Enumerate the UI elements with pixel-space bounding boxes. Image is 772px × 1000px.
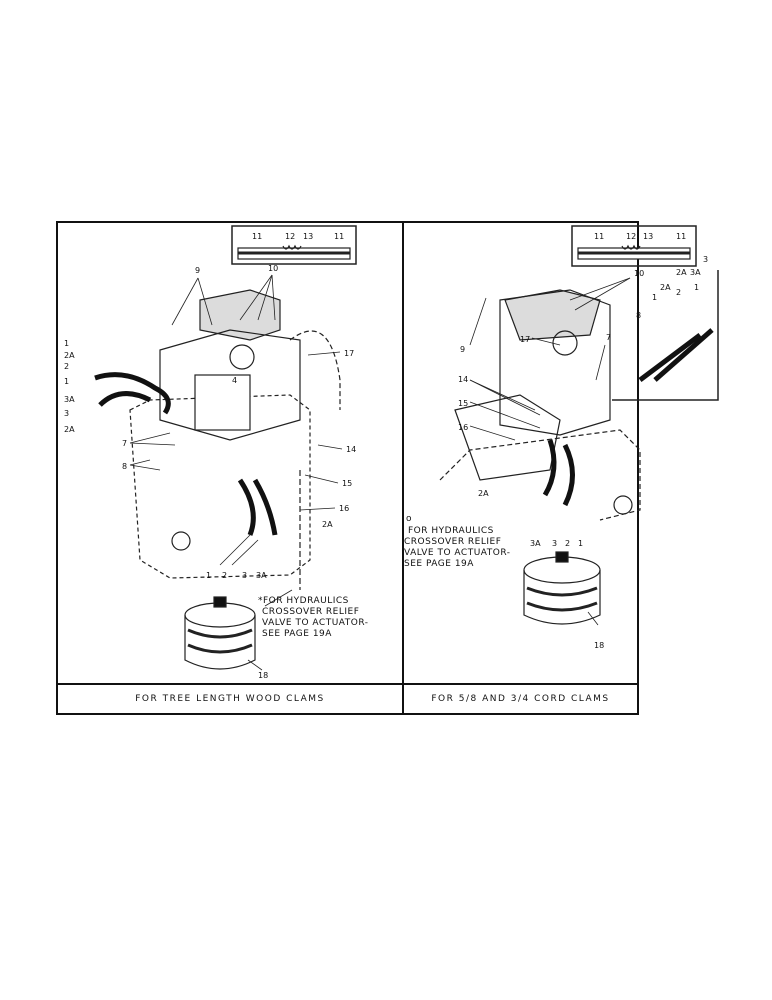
callout: 12	[626, 232, 636, 241]
callout: 8	[636, 311, 641, 320]
note-line: SEE PAGE 19A	[262, 629, 332, 639]
callout: 1	[652, 293, 657, 302]
callout: 15	[458, 399, 468, 408]
callout: 12	[285, 232, 295, 241]
callout: 13	[303, 232, 313, 241]
note-line: SEE PAGE 19A	[404, 559, 474, 569]
left-rotator-body	[129, 289, 341, 590]
callout: 2	[565, 539, 570, 548]
callout: 14	[346, 445, 356, 454]
callout: 2	[222, 571, 227, 580]
callout: 2A	[322, 520, 333, 529]
callout: 2A	[660, 283, 671, 292]
callout: 1	[64, 339, 69, 348]
left-panel-caption: FOR TREE LENGTH WOOD CLAMS	[58, 683, 402, 713]
left-rotary-motor	[184, 596, 256, 670]
callout: 14	[458, 375, 468, 384]
callout: 2A	[64, 425, 75, 434]
callout: 1	[64, 377, 69, 386]
callout: 13	[643, 232, 653, 241]
callout: 11	[676, 232, 686, 241]
callout: 3A	[690, 268, 701, 277]
note-line: FOR HYDRAULICS	[408, 526, 494, 536]
note-mark: o	[406, 514, 412, 524]
note-line: *FOR HYDRAULICS	[258, 596, 349, 606]
callout: 8	[122, 462, 127, 471]
callout: 9	[195, 266, 200, 275]
callout: 2A	[478, 489, 489, 498]
callout: 15	[342, 479, 352, 488]
callout: 3A	[64, 395, 75, 404]
callout: 1	[694, 283, 699, 292]
callout: 11	[594, 232, 604, 241]
callout: 16	[339, 504, 349, 513]
left-hose-inset	[231, 225, 357, 265]
right-panel-caption: FOR 5/8 AND 3/4 CORD CLAMS	[404, 683, 637, 713]
left-hoses	[94, 372, 278, 536]
cord-clams-panel: FOR 5/8 AND 3/4 CORD CLAMS	[403, 221, 639, 715]
right-leader-lines	[469, 277, 631, 626]
callout: 7	[122, 439, 127, 448]
right-extension-border	[612, 270, 719, 401]
callout: 3	[242, 571, 247, 580]
callout: 17	[520, 335, 530, 344]
callout: 2A	[676, 268, 687, 277]
callout: 3	[552, 539, 557, 548]
right-crossover-note: o FOR HYDRAULICS CROSSOVER RELIEF VALVE …	[404, 514, 510, 569]
callout: 2	[64, 362, 69, 371]
callout: 2	[676, 288, 681, 297]
right-rotary-motor	[523, 551, 601, 625]
callout: 18	[594, 641, 604, 650]
callout: 1	[206, 571, 211, 580]
right-rotator-body	[439, 289, 641, 521]
right-hose-inset	[571, 225, 697, 267]
note-line: VALVE TO ACTUATOR-	[404, 548, 510, 558]
callout: 4	[232, 376, 237, 385]
callout: 3	[703, 255, 708, 264]
callout: 3A	[256, 571, 267, 580]
callout: 2A	[64, 351, 75, 360]
note-line: CROSSOVER RELIEF	[262, 607, 359, 617]
right-hoses	[542, 328, 714, 507]
note-line: CROSSOVER RELIEF	[404, 537, 501, 547]
left-crossover-note: *FOR HYDRAULICS CROSSOVER RELIEF VALVE T…	[258, 596, 368, 639]
callout: 7	[606, 333, 611, 342]
callout: 17	[344, 349, 354, 358]
callout: 3A	[530, 539, 541, 548]
callout: 1	[578, 539, 583, 548]
callout: 11	[334, 232, 344, 241]
callout: 9	[460, 345, 465, 354]
callout: 16	[458, 423, 468, 432]
callout: 10	[268, 264, 278, 273]
callout: 18	[258, 671, 268, 680]
callout: 3	[64, 409, 69, 418]
left-leader-lines	[129, 274, 343, 671]
callout: 11	[252, 232, 262, 241]
note-line: VALVE TO ACTUATOR-	[262, 618, 368, 628]
callout: 10	[634, 269, 644, 278]
callout-labels: 11 12 13 11 9 10 17 1 2A 2 1 3A 3 2A 4 7…	[64, 232, 708, 680]
